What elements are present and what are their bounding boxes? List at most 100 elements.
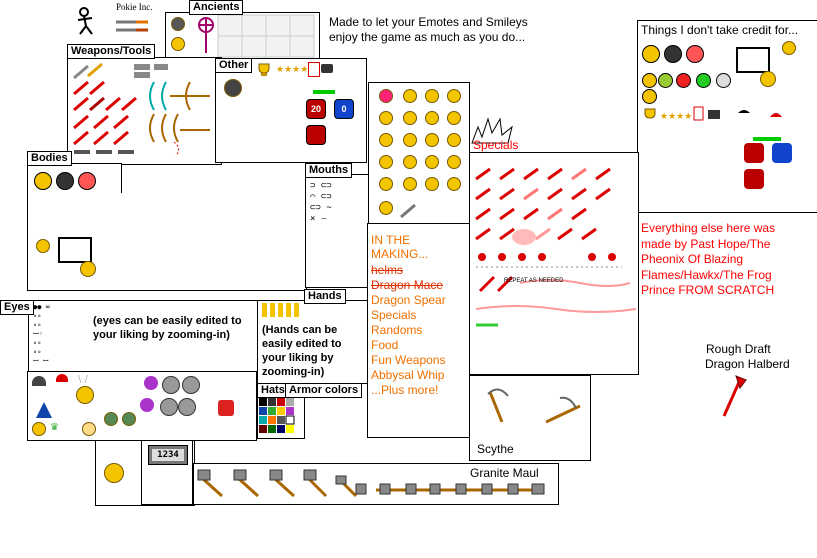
credits-panel: Things I don't take credit for... ★★★★: [637, 20, 817, 213]
hands-note-line-1: (Hands can be: [262, 324, 338, 336]
smiley-16: [379, 177, 393, 191]
in-making-title: IN THE MAKING...: [371, 233, 429, 261]
body-yellow: [34, 172, 52, 190]
scythe-label: Scythe: [477, 442, 514, 456]
making-item: helms: [371, 263, 404, 277]
halberd-line-1: Rough Draft: [706, 342, 771, 356]
making-item: Food: [371, 338, 399, 352]
smiley-15: [447, 155, 461, 169]
tab-hands[interactable]: Hands: [304, 289, 346, 304]
crosshair-staff-icon: [198, 17, 214, 53]
halberd-icon: [722, 375, 747, 417]
ball-green-2: [658, 73, 673, 88]
making-item: ...Plus more!: [371, 383, 439, 397]
weapons-sprites: [73, 62, 210, 157]
badge-red-text: 20: [310, 104, 321, 114]
tab-bodies[interactable]: Bodies: [27, 151, 72, 166]
eye-row-1: ●● ∞: [33, 303, 50, 311]
stickman-icon: [77, 7, 93, 35]
counter-panel: 1234: [141, 440, 193, 505]
scratch-line-4: Flames/Hawkx/The Frog: [641, 267, 772, 282]
logo-area: Pokie Inc.: [68, 0, 164, 44]
bodies-extended-panel: [27, 193, 307, 291]
smiley-pink: [379, 89, 393, 103]
popcorn-icon: [308, 62, 320, 77]
smiley-5: [403, 111, 417, 125]
smiley-19: [447, 177, 461, 191]
bunny-ears: \ /: [78, 374, 88, 385]
body-black: [56, 172, 74, 190]
halberd-line-2: Dragon Halberd: [705, 357, 790, 371]
camera-icon: [321, 64, 333, 73]
dagger-icon: [400, 203, 416, 219]
ball-yellow-3: [642, 89, 657, 104]
badge-blue-icon: 0: [334, 99, 354, 119]
smiley-2: [425, 89, 439, 103]
helm-purple: [144, 376, 158, 390]
eye-row-6: ∘∘: [33, 348, 42, 356]
tab-hats[interactable]: Hats: [257, 383, 289, 398]
waving-smiley: [782, 41, 796, 55]
maul-sprites: [197, 469, 545, 498]
half-smiley-icon: [171, 37, 185, 51]
tab-mouths[interactable]: Mouths: [305, 163, 353, 178]
sign-board: [58, 237, 92, 263]
mouth-row-1: ⊃ ⊂⊃: [310, 181, 332, 191]
eye-row-5: ∘∘: [33, 339, 42, 347]
helm-red: [218, 400, 234, 416]
badge-red-2: [744, 143, 764, 163]
sign-smiley-2: [80, 261, 96, 277]
granite-maul-label: Granite Maul: [470, 466, 539, 480]
intro-line-2: enjoy the game as much as you do...: [329, 30, 526, 44]
smiley-8: [379, 133, 393, 147]
smiley-14: [425, 155, 439, 169]
green-helm-smiley: [104, 412, 118, 426]
smiley-11: [447, 133, 461, 147]
mouth-row-2: ⌒ ⊂⊃: [310, 192, 332, 202]
ball-pink: [686, 45, 704, 63]
eye-row-2: ∘∘: [33, 312, 42, 320]
smiley-6: [425, 111, 439, 125]
stars-icon: ★★★★: [276, 65, 308, 75]
svg-text:★★★★: ★★★★: [276, 65, 308, 75]
counter-display: 1234: [148, 445, 188, 465]
other-panel: ★★★★ 20 0: [215, 58, 367, 163]
tab-weapons[interactable]: Weapons/Tools: [67, 44, 156, 59]
scratch-line-3: Pheonix Of Blazing: [641, 252, 744, 266]
specials-burst-icon: [471, 117, 513, 144]
weapons-panel: [67, 57, 222, 165]
making-item: Abbysal Whip: [371, 368, 445, 382]
ball-white: [716, 73, 731, 88]
body-pink: [78, 172, 96, 190]
counter-text: 1234: [152, 449, 184, 461]
mouths-sprites: ⊃ ⊂⊃ ⌒ ⊂⊃ ⊂⊃ ~ × ⌣: [310, 181, 332, 225]
wizard-smiley: [32, 422, 46, 436]
ball-black: [664, 45, 682, 63]
eye-row-7: ꟷ ꟷ: [33, 357, 49, 365]
smiley-10: [425, 133, 439, 147]
splat-2: [744, 169, 764, 189]
making-item: Fun Weapons: [371, 353, 446, 367]
making-item: Dragon Mace: [371, 278, 444, 292]
helm-gray: [162, 376, 180, 394]
ball-red-2: [676, 73, 691, 88]
tab-armor-colors[interactable]: Armor colors: [285, 383, 363, 398]
svg-text:★★★★: ★★★★: [660, 112, 692, 122]
tab-ancients[interactable]: Ancients: [189, 0, 244, 15]
hands-note-line-3: your liking by: [262, 352, 334, 364]
tab-other[interactable]: Other: [215, 58, 253, 73]
hat-gray: [32, 376, 46, 386]
smiley-18: [425, 177, 439, 191]
tab-eyes[interactable]: Eyes: [0, 300, 34, 315]
mouths-panel: ⊃ ⊂⊃ ⌒ ⊂⊃ ⊂⊃ ~ × ⌣: [305, 174, 369, 288]
hands-sprites: [262, 303, 302, 317]
ancient-armor-grid: [217, 14, 315, 58]
mouth-row-3: ⊂⊃ ~: [310, 203, 332, 213]
sign-icon: [736, 47, 770, 73]
smiley-4: [379, 111, 393, 125]
smileys-panel: [368, 82, 470, 224]
scratch-line-5: Prince FROM SCRATCH: [641, 283, 775, 297]
ball-green-3: [696, 73, 711, 88]
tab-specials[interactable]: Specials: [473, 138, 519, 152]
smiley-12: [379, 155, 393, 169]
